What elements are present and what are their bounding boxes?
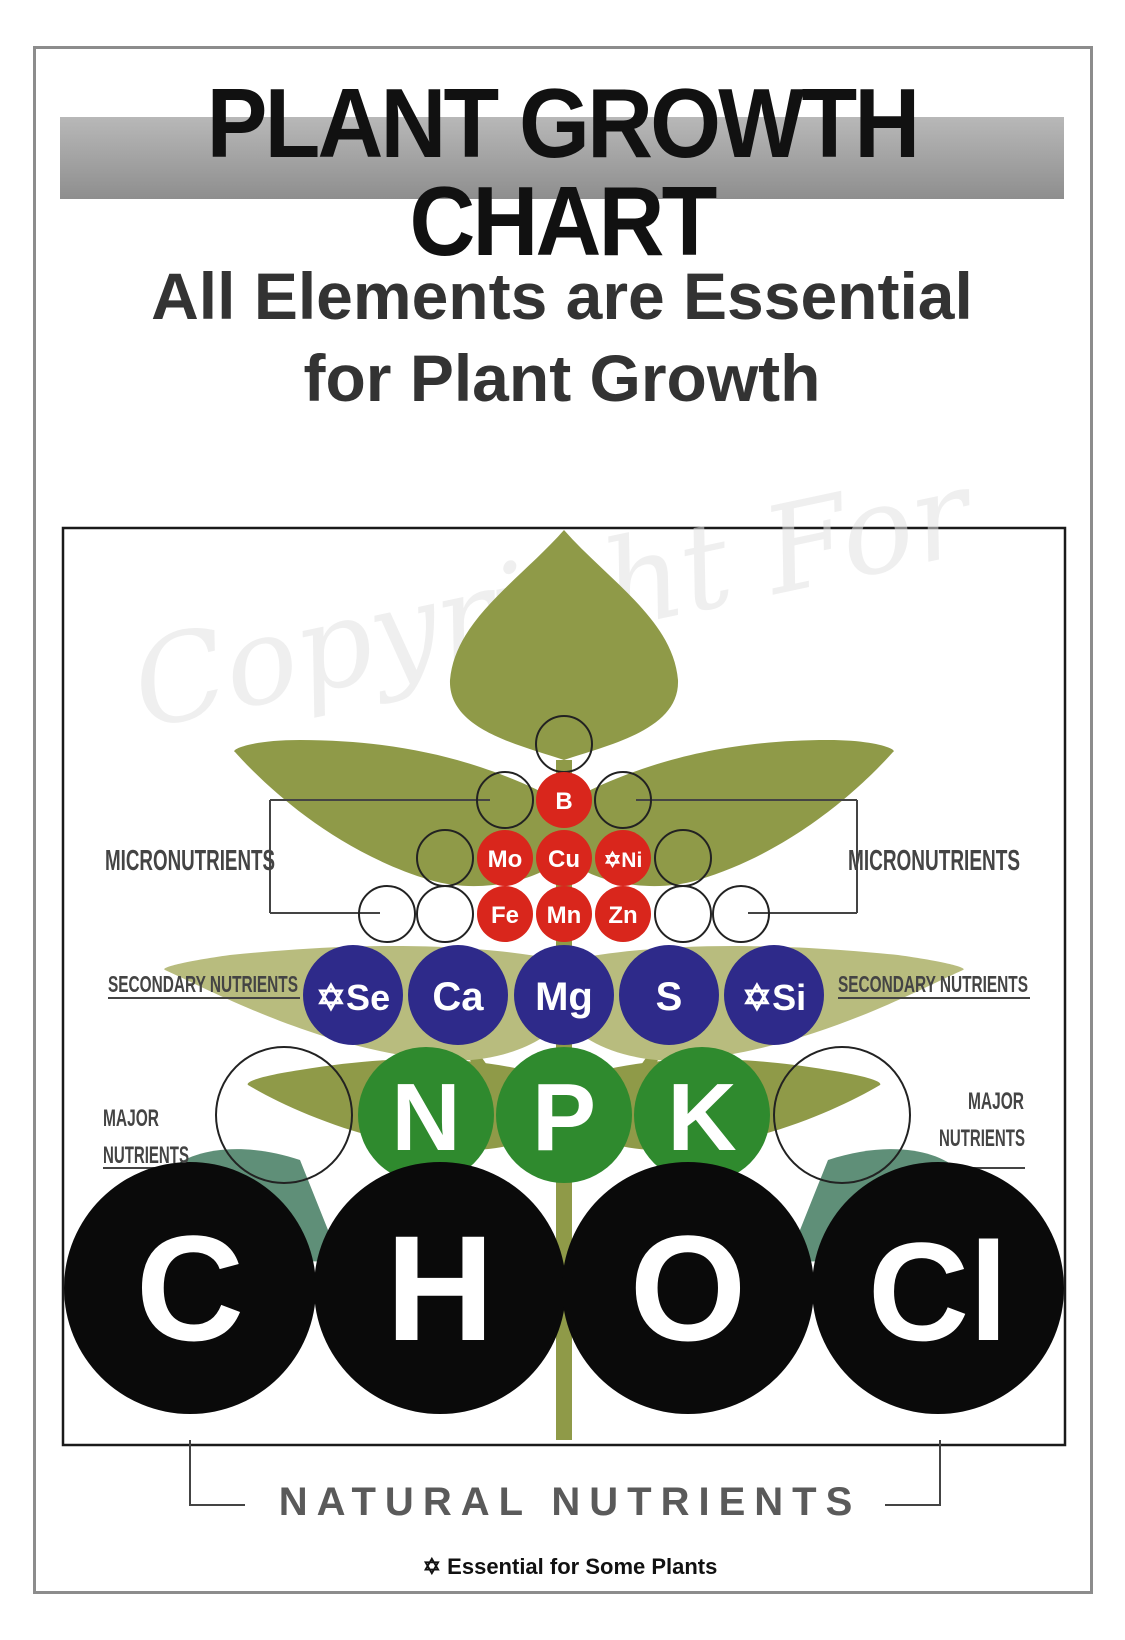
secondary-nutrient-circles: ✡Se Ca Mg S ✡Si: [303, 945, 824, 1045]
element-symbol-mn: Mn: [547, 902, 582, 929]
title-band: [60, 117, 1064, 199]
footnote: ✡ Essential for Some Plants: [422, 1554, 718, 1579]
secondary-label-left: SECONDARY NUTRIENTS: [108, 971, 298, 997]
element-circle-n: [358, 1047, 494, 1183]
element-circle-h: [314, 1162, 566, 1414]
micronutrient-circles: B Mo Cu ✡Ni Fe Mn Zn: [477, 772, 651, 942]
element-circle-cu: [536, 830, 592, 886]
empty-circle: [416, 885, 474, 943]
major-label-left-line2: NUTRIENTS: [103, 1142, 189, 1169]
major-label-right-line1: MAJOR: [968, 1088, 1024, 1115]
major-label-left-line1: MAJOR: [103, 1105, 159, 1132]
subtitle-line-2: for Plant Growth: [303, 341, 821, 415]
element-symbol-ca: Ca: [432, 975, 484, 1019]
element-symbol-zn: Zn: [608, 902, 637, 929]
natural-nutrient-circles: C H O Cl: [64, 1162, 1064, 1414]
element-symbol-mo: Mo: [488, 846, 523, 873]
subtitle-line-1: All Elements are Essential: [151, 259, 973, 333]
page-title: PLANT GROWTH CHART: [206, 68, 921, 276]
element-circle-cl: [812, 1162, 1064, 1414]
element-symbol-cu: Cu: [548, 846, 580, 873]
element-symbol-c: C: [136, 1204, 244, 1372]
micro-bracket-right: [636, 799, 858, 914]
secondary-label-right: SECONDARY NUTRIENTS: [838, 971, 1028, 997]
element-circle-fe: [477, 886, 533, 942]
element-circle-s: [619, 945, 719, 1045]
element-symbol-h: H: [386, 1204, 494, 1372]
micronutrients-label-right: MICRONUTRIENTS: [848, 845, 1020, 877]
element-circle-p: [496, 1047, 632, 1183]
natural-bracket-right: [885, 1440, 941, 1506]
micro-bracket-left: [269, 799, 490, 914]
empty-circle: [476, 771, 534, 829]
element-circle-mn: [536, 886, 592, 942]
element-circle-ca: [408, 945, 508, 1045]
empty-circle: [712, 885, 770, 943]
element-symbol-se: ✡Se: [316, 977, 390, 1018]
upper-right-leaf: [570, 740, 894, 887]
label-brackets: [103, 799, 1030, 1506]
element-symbol-p: P: [532, 1064, 596, 1171]
natural-bracket-left: [189, 1440, 245, 1506]
element-circle-c: [64, 1162, 316, 1414]
empty-circle: [215, 1046, 353, 1184]
empty-circle: [594, 771, 652, 829]
element-symbol-cl: Cl: [868, 1213, 1008, 1370]
element-symbol-s: S: [656, 975, 683, 1019]
element-circle-ni: [595, 830, 651, 886]
top-leaf: [449, 530, 679, 760]
empty-circle: [358, 885, 416, 943]
element-circle-b: [536, 772, 592, 828]
major-nutrient-circles: N P K: [358, 1047, 770, 1183]
element-symbol-n: N: [391, 1064, 460, 1171]
upper-left-leaf: [234, 740, 558, 887]
element-symbol-ni: ✡Ni: [604, 849, 643, 872]
element-circle-zn: [595, 886, 651, 942]
empty-circle: [654, 885, 712, 943]
element-circle-si: [724, 945, 824, 1045]
element-symbol-mg: Mg: [535, 975, 593, 1019]
element-circle-k: [634, 1047, 770, 1183]
empty-circles: [215, 715, 911, 1184]
element-symbol-si: ✡Si: [742, 977, 806, 1018]
empty-circle: [773, 1046, 911, 1184]
element-circle-mg: [514, 945, 614, 1045]
major-label-right-line2: NUTRIENTS: [939, 1125, 1025, 1152]
element-circle-o: [562, 1162, 814, 1414]
element-symbol-b: B: [555, 788, 572, 815]
element-symbol-fe: Fe: [491, 902, 519, 929]
element-symbol-o: O: [630, 1204, 747, 1372]
element-symbol-k: K: [667, 1064, 736, 1171]
natural-nutrients-label: NATURAL NUTRIENTS: [278, 1480, 862, 1524]
micronutrients-label-left: MICRONUTRIENTS: [105, 845, 275, 877]
element-circle-mo: [477, 830, 533, 886]
element-circle-se: [303, 945, 403, 1045]
